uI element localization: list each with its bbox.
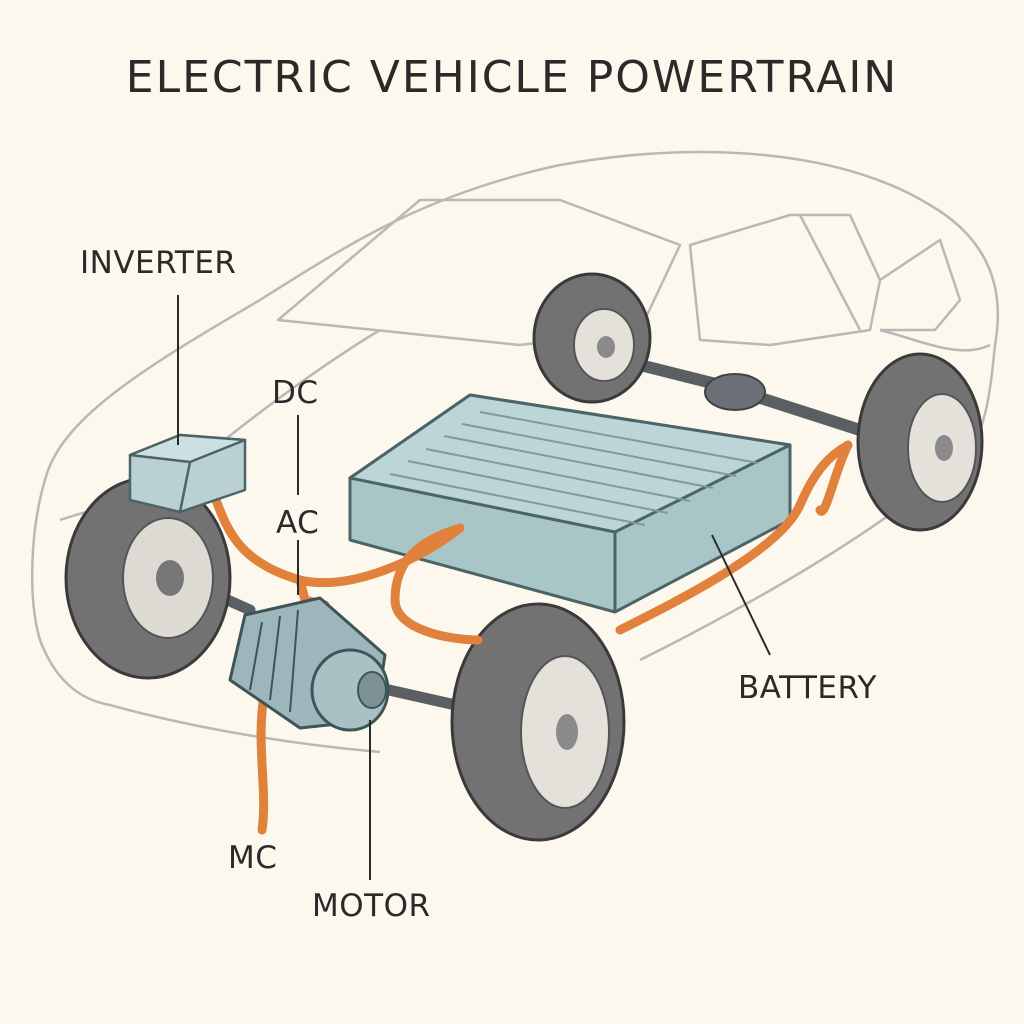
- inverter-label: INVERTER: [80, 245, 237, 281]
- front-right-wheel: [450, 602, 626, 842]
- dc-label: DC: [272, 375, 319, 411]
- diagram-title: ELECTRIC VEHICLE POWERTRAIN: [125, 52, 899, 103]
- car-body-outline: [30, 150, 1000, 754]
- motor-label: MOTOR: [312, 888, 431, 924]
- battery-label: BATTERY: [738, 670, 877, 706]
- battery-pack: [348, 393, 792, 614]
- ac-label: AC: [276, 505, 320, 541]
- leader-lines: [177, 295, 771, 880]
- electric-motor: [228, 596, 390, 732]
- front-left-wheel: [64, 476, 232, 680]
- rear-right-wheel: [856, 352, 984, 532]
- rear-left-wheel: [532, 272, 652, 404]
- power-cables: [205, 440, 853, 835]
- inverter-box: [128, 433, 247, 514]
- mc-label: MC: [228, 840, 278, 876]
